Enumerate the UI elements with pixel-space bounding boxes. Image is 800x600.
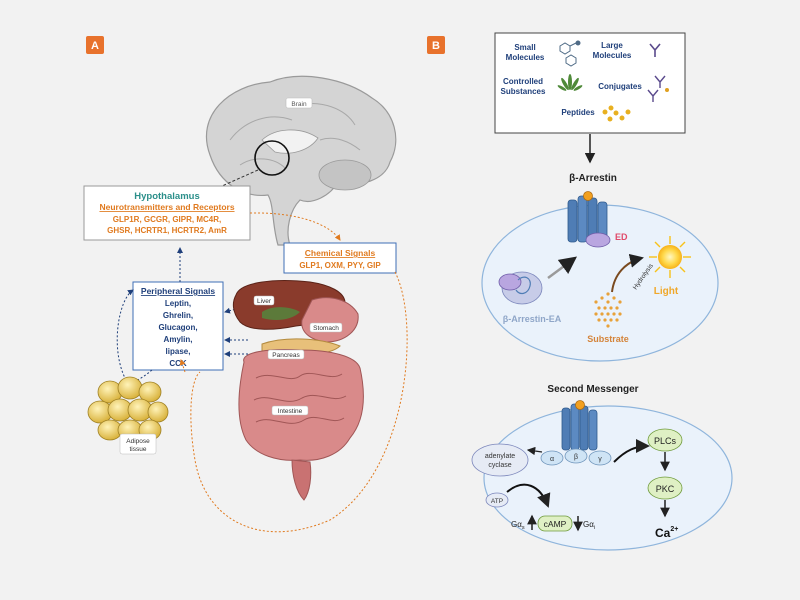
substrate-dots [594, 292, 622, 328]
receptors-line-1: GLP1R, GCGR, GIPR, MC4R, [113, 215, 221, 224]
receptors-line-2: GHSR, HCRTR1, HCRTR2, AmR [107, 226, 227, 235]
adenylate-cyclase-line-2: cyclase [488, 462, 511, 469]
adenylate-cyclase-line-1: adenylate [485, 453, 515, 460]
molecule-types-box: Small Molecules Large Molecules Controll… [494, 32, 686, 134]
peptides-label: Peptides [561, 108, 595, 117]
panel-a-label: A [91, 40, 99, 52]
ed-label: ED [615, 232, 628, 242]
g-alpha-s-label: Gαs [511, 520, 525, 531]
peripheral-signal-item: Amylin, [164, 335, 193, 344]
adenylate-cyclase: adenylate cyclase [471, 443, 529, 477]
adipose-tissue-illustration: Adipose tissue [87, 376, 169, 455]
digestive-system-illustration: Liver Stomach Pancreas Intestine [232, 280, 364, 501]
pkc-label: PKC [656, 484, 675, 494]
hydrolysis-arrow [611, 253, 644, 293]
beta-arrestin-title: β-Arrestin [569, 173, 617, 184]
beta-subunit-label: β [574, 454, 578, 461]
sun-light-icon [649, 236, 691, 278]
conjugate-icon [647, 75, 669, 102]
gpcr-second-messenger-icon [561, 400, 598, 451]
panel-a-badge [86, 36, 104, 54]
light-label: Light [654, 286, 679, 297]
brain-label: Brain [291, 101, 307, 108]
alpha-to-cyclase-arrow [526, 446, 543, 456]
hypothalamus-highlight [254, 140, 290, 176]
controlled-substances-line-2: Substances [501, 87, 546, 96]
large-molecules-line-2: Molecules [593, 51, 632, 60]
chemical-signals-title: Chemical Signals [305, 248, 376, 258]
binding-arrow [547, 256, 578, 280]
to-plcs-arrow [613, 439, 650, 463]
liver-label: Liver [257, 298, 272, 305]
gpcr-receptor-icon [567, 191, 611, 248]
arrestin-ea-label: β-Arrestin-EA [503, 314, 562, 324]
camp-label: cAMP [544, 519, 567, 529]
pancreas-label: Pancreas [272, 352, 300, 359]
small-molecules-line-2: Molecules [506, 53, 545, 62]
peripheral-signal-item: lipase, [166, 347, 191, 356]
hypothalamus-title: Hypothalamus [134, 191, 199, 202]
adipose-label-line-2: tissue [130, 446, 147, 453]
arrestin-ea-icon [498, 271, 543, 305]
stomach-label: Stomach [313, 325, 339, 332]
peripheral-signals-box: Peripheral Signals Leptin, Ghrelin, Gluc… [132, 281, 224, 371]
plcs-node: PLCs [647, 428, 683, 452]
chemical-signals-box: Chemical Signals GLP1, OXM, PYY, GIP [283, 242, 397, 274]
small-molecules-line-1: Small [514, 43, 535, 52]
adipose-label-line-1: Adipose [126, 438, 150, 445]
second-messenger-title: Second Messenger [547, 384, 638, 395]
peptide-icon [602, 105, 631, 122]
calcium-label: Ca2+ [655, 526, 678, 540]
hypothalamus-box: Hypothalamus Neurotransmitters and Recep… [83, 185, 251, 241]
large-molecules-line-1: Large [601, 41, 623, 50]
pkc-node: PKC [647, 476, 683, 500]
hypothalamus-subtitle: Neurotransmitters and Receptors [99, 202, 234, 212]
gamma-subunit-label: γ [598, 456, 602, 463]
chemical-signals-list: GLP1, OXM, PYY, GIP [299, 261, 381, 270]
g-protein-subunits: α β γ [540, 448, 612, 466]
peripheral-signal-item: Leptin, [165, 299, 191, 308]
panel-a: A Brain Hypothalamus Neurotransmitters a… [83, 36, 408, 533]
peripheral-signals-title: Peripheral Signals [141, 286, 215, 296]
atp-label: ATP [491, 498, 503, 505]
g-alpha-i-label: Gαi [583, 520, 595, 531]
atp-molecule: ATP [485, 492, 509, 508]
panel-b: B Small Molecules Large Molecules Contro… [427, 32, 733, 551]
small-molecule-icon [559, 40, 581, 67]
substrate-label: Substrate [587, 334, 629, 344]
intestine-label: Intestine [278, 408, 303, 415]
cannabis-leaf-icon [557, 74, 583, 91]
atp-to-camp-arrow [506, 483, 551, 508]
peripheral-signal-item: CCK [169, 359, 187, 368]
panel-b-label: B [432, 40, 440, 52]
alpha-subunit-label: α [550, 456, 554, 463]
peripheral-signal-item: Glucagon, [158, 323, 197, 332]
plcs-label: PLCs [654, 436, 677, 446]
peripheral-signal-item: Ghrelin, [163, 311, 193, 320]
camp-molecule: cAMP [537, 515, 573, 532]
conjugates-label: Conjugates [598, 82, 642, 91]
controlled-substances-line-1: Controlled [503, 77, 543, 86]
antibody-icon [649, 43, 661, 57]
panel-b-badge [427, 36, 445, 54]
brain-illustration: Brain [205, 75, 397, 246]
